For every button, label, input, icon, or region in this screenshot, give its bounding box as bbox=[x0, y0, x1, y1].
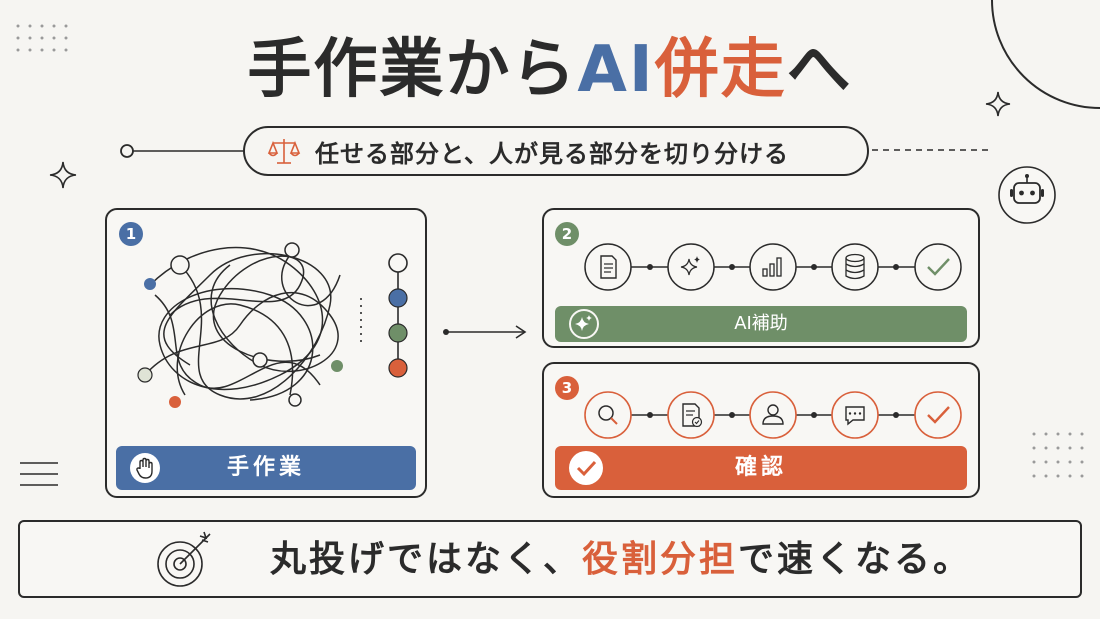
database-icon bbox=[831, 243, 879, 291]
chat-icon bbox=[831, 391, 879, 439]
dot-grid-decoration bbox=[1032, 432, 1084, 478]
manual-work-bar: 手作業 bbox=[116, 446, 416, 490]
person-icon bbox=[749, 391, 797, 439]
check-icon bbox=[914, 391, 962, 439]
menu-lines-decoration bbox=[20, 462, 58, 486]
title-part-4: へ bbox=[786, 33, 853, 107]
sparkle-icon bbox=[49, 161, 77, 189]
title-part-heisou: 併走 bbox=[654, 33, 787, 107]
subtitle-connector-left bbox=[120, 144, 244, 158]
conclusion-part-3: で速くなる。 bbox=[738, 539, 973, 580]
confirm-bar: 確認 bbox=[555, 446, 967, 490]
ai-flow-diagram bbox=[584, 243, 962, 291]
confirm-label: 確認 bbox=[734, 455, 787, 480]
ai-assist-label: AI補助 bbox=[734, 313, 788, 334]
conclusion-part-1: 丸投げではなく、 bbox=[270, 539, 583, 580]
manual-work-label: 手作業 bbox=[226, 455, 305, 480]
step-number-1: 1 bbox=[119, 222, 143, 246]
arc-decoration bbox=[991, 0, 1100, 109]
step-number-2: 2 bbox=[555, 222, 579, 246]
document-icon bbox=[584, 243, 632, 291]
conclusion-text: 丸投げではなく、役割分担で速くなる。 bbox=[270, 536, 972, 584]
check-icon bbox=[914, 243, 962, 291]
step-number-3: 3 bbox=[555, 376, 579, 400]
ordered-nodes-diagram bbox=[388, 253, 408, 378]
check-flow-diagram bbox=[584, 391, 962, 439]
dotted-separator bbox=[360, 298, 362, 344]
robot-icon bbox=[998, 166, 1056, 224]
sparkle-icon bbox=[985, 91, 1011, 117]
flow-arrow bbox=[443, 325, 527, 339]
sparkle-icon bbox=[667, 243, 715, 291]
title-part-ai: AI bbox=[577, 33, 655, 107]
subtitle-connector-right bbox=[872, 149, 990, 151]
ai-assist-bar: AI補助 bbox=[555, 306, 967, 342]
conclusion-banner: 丸投げではなく、役割分担で速くなる。 bbox=[18, 520, 1082, 598]
subtitle-text: 任せる部分と、人が見る部分を切り分ける bbox=[315, 139, 790, 168]
dot-grid-decoration bbox=[16, 24, 68, 52]
hand-icon bbox=[130, 453, 160, 483]
tangled-lines-diagram bbox=[137, 242, 343, 408]
checklist-icon bbox=[667, 391, 715, 439]
subtitle-pill: 任せる部分と、人が見る部分を切り分ける bbox=[243, 126, 869, 176]
balance-scale-icon bbox=[267, 139, 301, 164]
check-icon bbox=[569, 451, 603, 485]
title-part-1: 手作業から bbox=[247, 33, 578, 107]
page-title: 手作業からAI併走へ bbox=[0, 30, 1100, 110]
conclusion-highlight: 役割分担 bbox=[582, 539, 739, 580]
target-icon bbox=[157, 531, 211, 587]
sparkle-icon bbox=[569, 309, 599, 339]
search-icon bbox=[584, 391, 632, 439]
bar-chart-icon bbox=[749, 243, 797, 291]
